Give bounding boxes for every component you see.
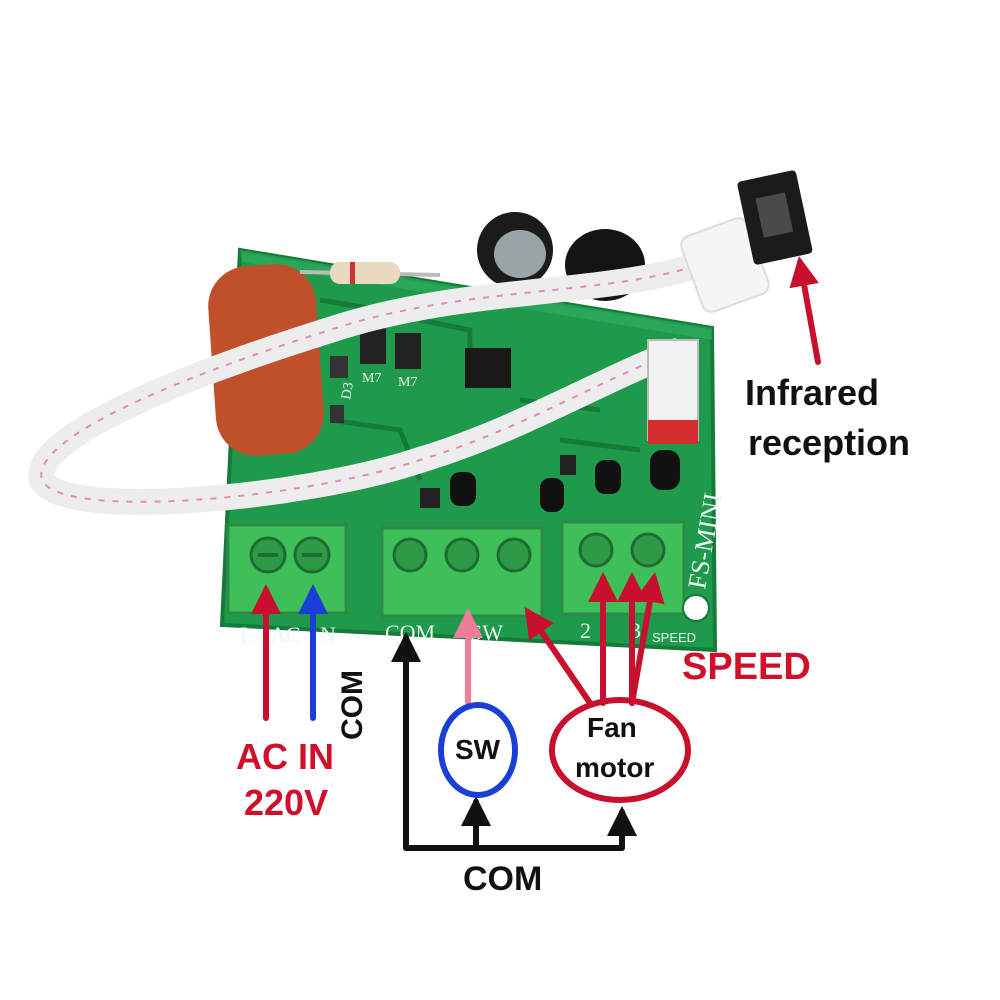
components	[208, 212, 680, 512]
label-com-bottom: COM	[463, 860, 543, 898]
ribbon-cable	[28, 238, 742, 515]
silk-l: L	[240, 622, 253, 647]
transistor	[450, 472, 476, 506]
label-infrared-line1: Infrared	[745, 372, 880, 413]
smd-part	[560, 455, 576, 475]
transistor	[595, 460, 621, 494]
diode-m7-b	[395, 333, 421, 369]
board-connector	[647, 339, 699, 444]
arrow-speed-3b	[629, 572, 665, 706]
label-220v: 220V	[244, 782, 329, 823]
smd-part	[420, 488, 440, 508]
silk-ac: AC	[270, 622, 301, 647]
annotation-arrows	[251, 256, 821, 851]
diode-m7-a	[360, 328, 386, 364]
ic-chip	[465, 348, 511, 388]
terminal-block-ac	[226, 523, 348, 615]
terminal-block-com-sw	[380, 526, 544, 618]
fan-motor-ellipse	[549, 697, 691, 803]
infrared-receiver	[680, 170, 813, 313]
mounting-hole	[682, 594, 710, 622]
silk-d3: D3	[339, 381, 357, 400]
resistor	[299, 262, 441, 284]
smd-part	[330, 405, 344, 423]
transistor	[650, 450, 680, 490]
label-speed: SPEED	[682, 646, 811, 688]
com-bottom-line	[403, 806, 637, 851]
label-sw: SW	[455, 734, 501, 765]
label-fan: Fan	[587, 712, 637, 743]
silk-speed: SPEED	[652, 630, 696, 645]
silk-3: 3	[630, 618, 641, 643]
silk-m7-b: M7	[398, 375, 417, 390]
label-com-vertical: COM	[336, 670, 369, 740]
label-motor: motor	[575, 752, 655, 783]
silk-com: COM	[385, 620, 435, 645]
silk-m7-a: M7	[362, 371, 381, 386]
arrow-fan-com	[524, 607, 593, 706]
silk-n: N	[320, 622, 336, 647]
smd-part	[330, 356, 348, 378]
transistor	[540, 478, 564, 512]
silk-2: 2	[580, 618, 591, 643]
label-infrared-line2: reception	[748, 422, 911, 463]
terminal-block-speed	[560, 520, 686, 616]
arrow-infrared	[789, 256, 821, 365]
silk-sw: SW	[470, 620, 503, 645]
sw-ellipse	[438, 702, 518, 798]
label-ac-in: AC IN	[236, 736, 334, 777]
